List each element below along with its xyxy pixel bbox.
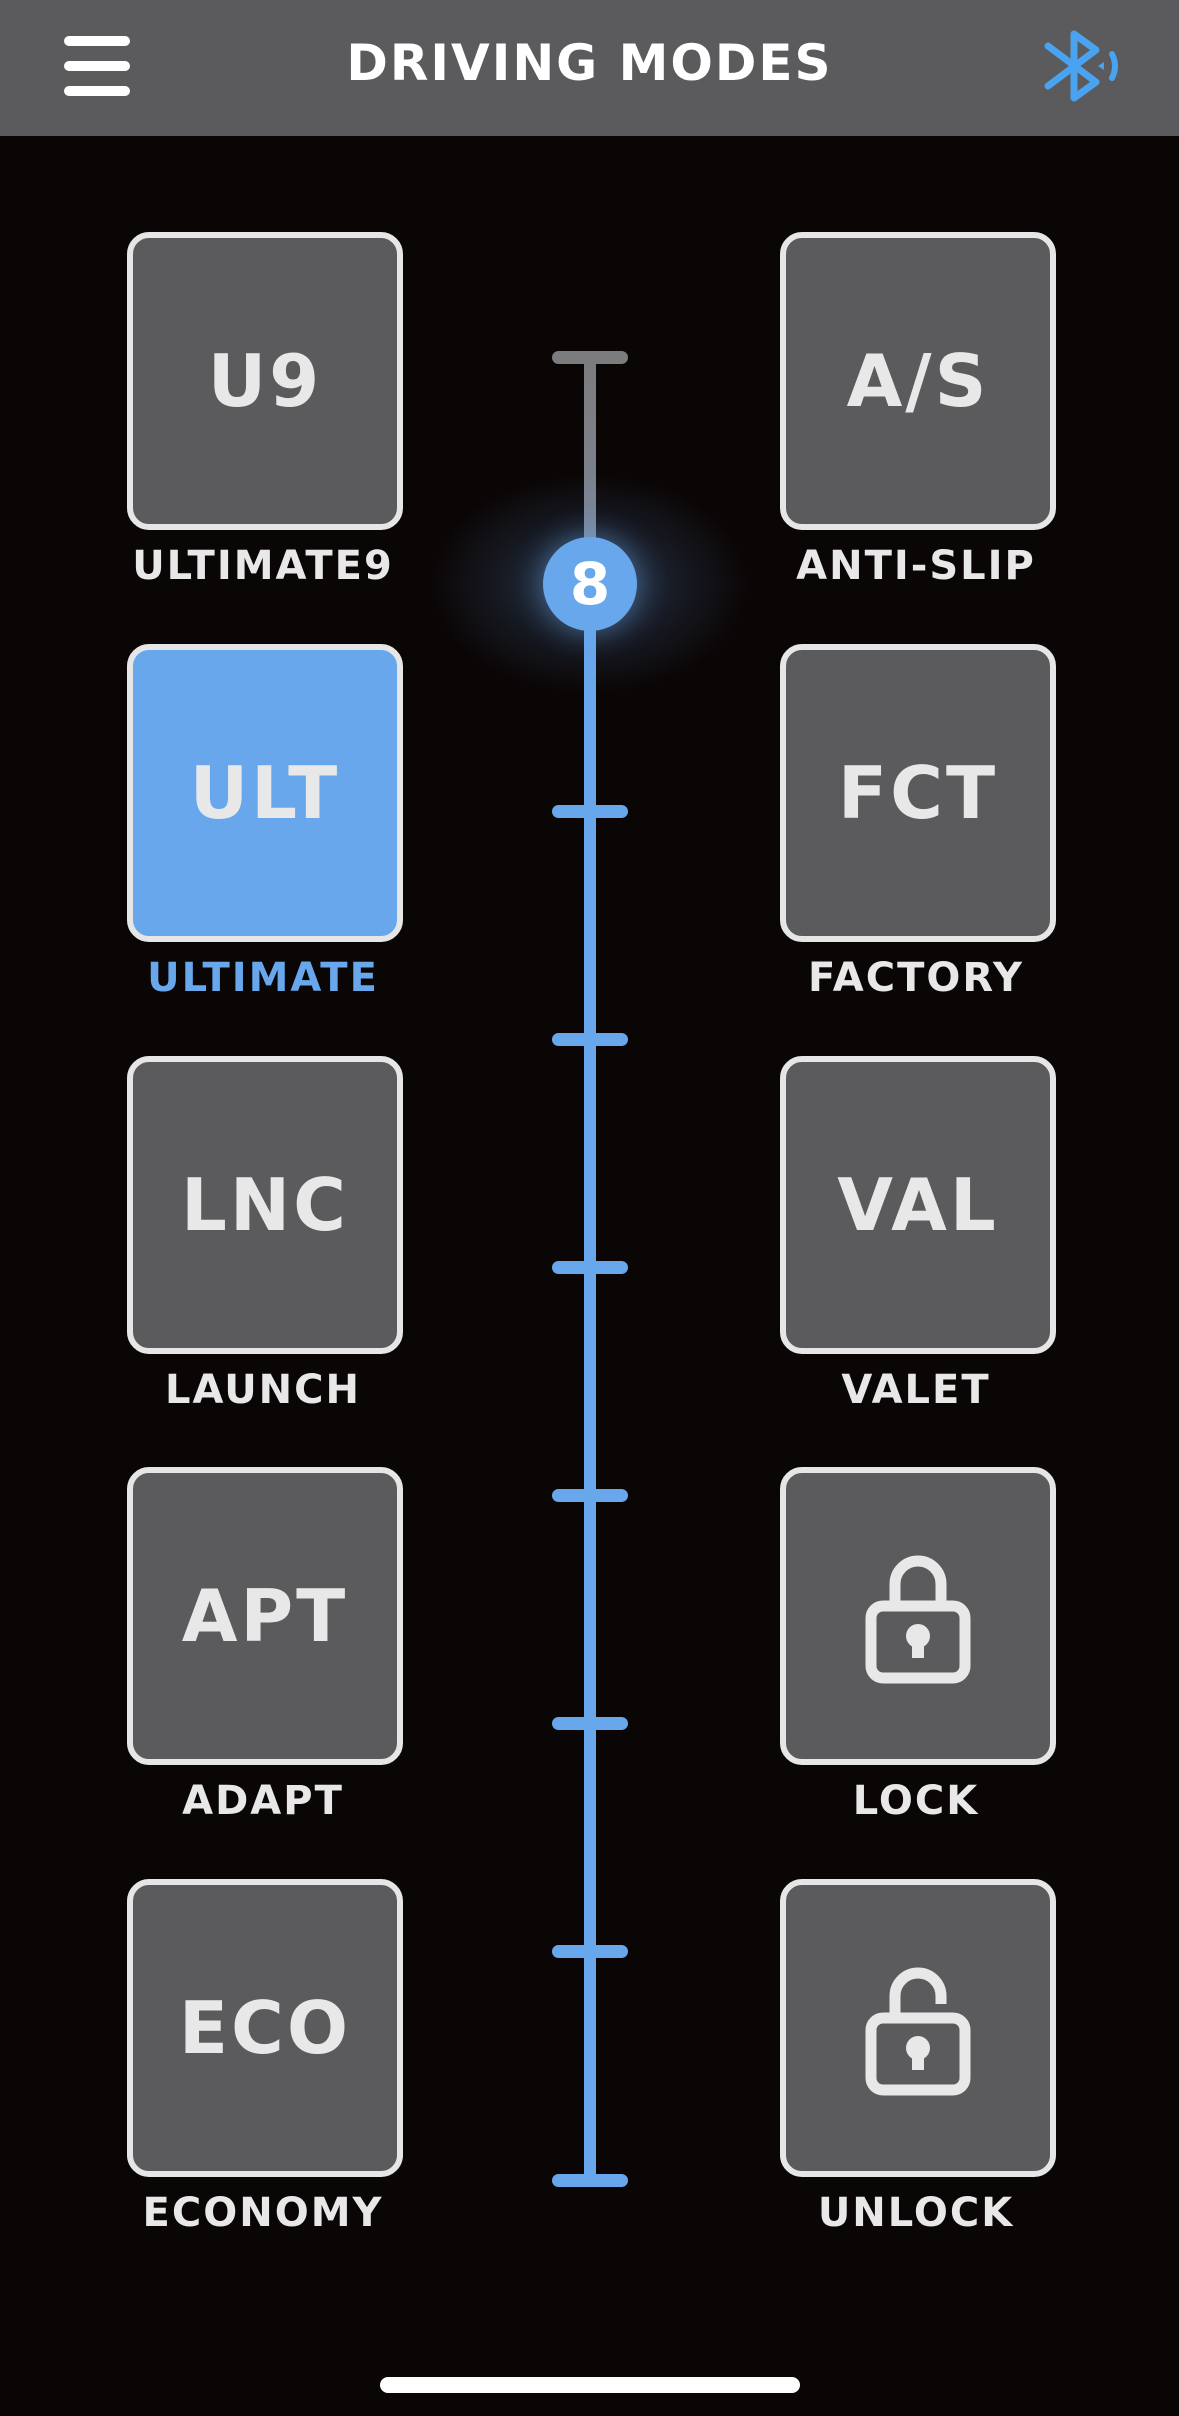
mode-label: VALET	[841, 1367, 991, 1413]
mode-code: VAL	[837, 1163, 999, 1247]
mode-tile-valet[interactable]: VAL	[780, 1056, 1056, 1354]
slider-tick	[552, 1945, 628, 1958]
mode-code: ECO	[178, 1986, 352, 2070]
slider-tick	[552, 1261, 628, 1274]
mode-code: LNC	[181, 1163, 349, 1247]
slider-tick	[552, 1717, 628, 1730]
level-slider[interactable]: 8	[430, 340, 750, 2200]
mode-code: U9	[207, 339, 323, 423]
slider-tick	[552, 1033, 628, 1046]
unlock-icon	[865, 1967, 971, 2096]
mode-tile-ultimate[interactable]: ULT	[127, 644, 403, 942]
mode-label: FACTORY	[808, 955, 1024, 1001]
mode-tile-economy[interactable]: ECO	[127, 1879, 403, 2177]
mode-label: ADAPT	[182, 1778, 344, 1824]
slider-tick	[552, 1489, 628, 1502]
mode-label: LOCK	[852, 1778, 980, 1824]
slider-bottom-cap	[552, 2174, 628, 2187]
mode-code: FCT	[837, 751, 999, 835]
mode-label: LAUNCH	[164, 1367, 361, 1413]
mode-tile-launch[interactable]: LNC	[127, 1056, 403, 1354]
app-header: DRIVING MODES	[0, 0, 1179, 136]
mode-label: UNLOCK	[817, 2190, 1015, 2236]
mode-tile-adapt[interactable]: APT	[127, 1467, 403, 1765]
mode-label: ECONOMY	[142, 2190, 384, 2236]
slider-knob[interactable]: 8	[543, 537, 637, 631]
menu-button[interactable]	[64, 36, 132, 96]
slider-top-cap	[552, 351, 628, 364]
slider-track-inactive	[584, 357, 596, 587]
mode-tile-anti-slip[interactable]: A/S	[780, 232, 1056, 530]
slider-tick	[552, 805, 628, 818]
mode-tile-factory[interactable]: FCT	[780, 644, 1056, 942]
mode-tile-ultimate9[interactable]: U9	[127, 232, 403, 530]
mode-code: ULT	[189, 751, 341, 835]
mode-label: ULTIMATE9	[132, 543, 394, 589]
mode-code: A/S	[846, 339, 990, 423]
mode-label: ANTI-SLIP	[796, 543, 1036, 589]
page-title: DRIVING MODES	[346, 34, 833, 92]
bluetooth-icon	[1044, 30, 1118, 102]
unlock-button[interactable]	[780, 1879, 1056, 2177]
mode-label-active: ULTIMATE	[147, 955, 379, 1001]
home-indicator[interactable]	[380, 2377, 800, 2393]
mode-code: APT	[181, 1574, 349, 1658]
slider-track-active	[584, 584, 596, 2184]
lock-button[interactable]	[780, 1467, 1056, 1765]
lock-icon	[865, 1555, 971, 1684]
bluetooth-button[interactable]	[1040, 26, 1124, 106]
